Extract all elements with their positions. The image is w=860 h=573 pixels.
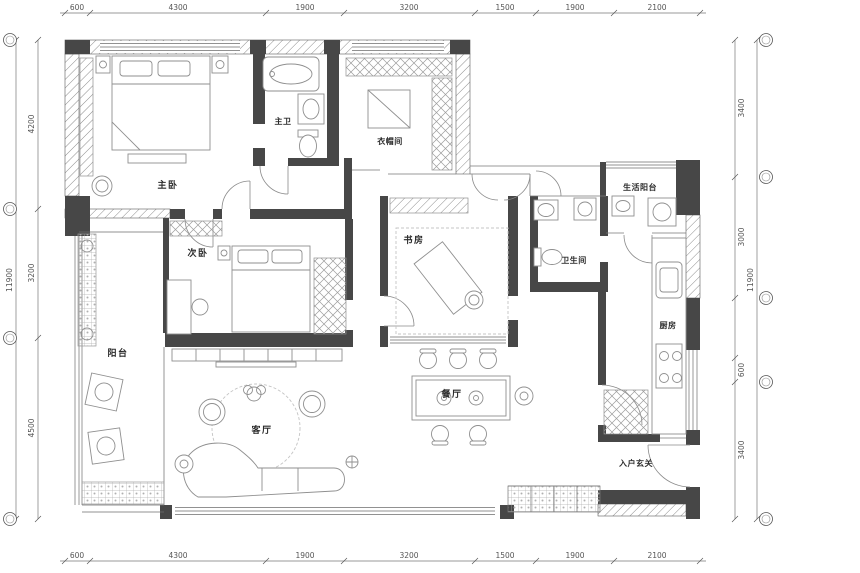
window-cloakroom-top	[352, 41, 444, 53]
dim-bottom-4: 1500	[495, 551, 514, 560]
room-label-master-bath: 主卫	[275, 116, 292, 126]
furniture-cloakroom	[345, 57, 453, 171]
furniture-study	[389, 197, 509, 335]
window-kitchen-right	[686, 350, 700, 430]
furniture-entry-foyer	[507, 485, 601, 513]
grid-bubbles	[3, 33, 773, 526]
grid-bubble	[3, 33, 17, 47]
room-label-master-bedroom: 主卧	[157, 179, 178, 191]
dimension-labels: 600 4300 1900 3200 1500 1900 2100 600 43…	[5, 3, 755, 560]
room-label-dining-room: 餐厅	[440, 388, 462, 400]
grid-bubble	[3, 202, 17, 216]
dim-top-3: 3200	[399, 3, 418, 12]
door-study	[383, 295, 415, 327]
dim-bottom-1: 4300	[168, 551, 187, 560]
door-bathroom	[471, 170, 562, 201]
dim-right-0: 3400	[737, 98, 746, 117]
grid-bubble	[759, 33, 773, 47]
dim-right-1: 3000	[737, 227, 746, 246]
furniture-second-bedroom	[166, 220, 347, 335]
door-master-bath	[259, 165, 289, 195]
window-utility-top	[606, 160, 676, 170]
furniture-kitchen	[603, 237, 687, 435]
dim-right-3: 3400	[737, 440, 746, 459]
dim-bottom-5: 1900	[565, 551, 584, 560]
grid-bubble	[759, 512, 773, 526]
room-label-kitchen: 厨房	[660, 320, 677, 330]
dim-left-total: 11900	[5, 268, 14, 292]
grid-bubble	[759, 170, 773, 184]
windows	[74, 41, 700, 516]
room-label-living-room: 客厅	[250, 424, 272, 436]
furniture-bathroom	[533, 197, 597, 267]
window-living-bottom	[175, 505, 495, 516]
grid-bubble	[3, 512, 17, 526]
dim-left-0: 4200	[27, 114, 36, 133]
dim-bottom-6: 2100	[647, 551, 666, 560]
door-utility-kitchen	[623, 234, 653, 264]
room-label-cloakroom: 衣帽间	[377, 136, 403, 146]
furniture-balcony	[77, 233, 165, 505]
dim-bottom-0: 600	[70, 551, 85, 560]
door-entrance	[647, 444, 691, 488]
room-label-balcony: 阳台	[107, 347, 128, 359]
room-label-second-bedroom: 次卧	[187, 247, 208, 259]
furniture-master-bath	[262, 56, 325, 158]
door-master-bedroom	[221, 180, 251, 210]
furniture-living-room	[171, 348, 359, 498]
dim-bottom-2: 1900	[295, 551, 314, 560]
dim-top-4: 1500	[495, 3, 514, 12]
dim-top-5: 1900	[565, 3, 584, 12]
dim-right-2: 600	[737, 363, 746, 378]
room-labels: 主卧 主卫 衣帽间 次卧 书房 卫生间 生活阳台 厨房 阳台 客厅 餐厅 入户玄…	[107, 116, 676, 468]
dim-top-2: 1900	[295, 3, 314, 12]
room-label-utility-balcony: 生活阳台	[623, 182, 657, 192]
dim-top-6: 2100	[647, 3, 666, 12]
dim-right-total: 11900	[746, 268, 755, 292]
furniture-dining-room	[411, 348, 534, 446]
room-label-study: 书房	[403, 234, 424, 246]
dim-left-2: 4500	[27, 418, 36, 437]
dim-left-1: 3200	[27, 263, 36, 282]
walls-solid	[65, 40, 700, 519]
furniture-utility-balcony	[611, 195, 677, 227]
dim-bottom-3: 3200	[399, 551, 418, 560]
dim-top-0: 600	[70, 3, 85, 12]
room-label-entry-foyer: 入户玄关	[618, 458, 653, 468]
furniture-master-bedroom	[79, 55, 229, 197]
dim-top-1: 4300	[168, 3, 187, 12]
grid-bubble	[3, 331, 17, 345]
room-label-bathroom: 卫生间	[561, 255, 587, 265]
window-master-top	[100, 41, 240, 53]
window-study-bottom	[390, 335, 506, 345]
grid-bubble	[759, 375, 773, 389]
grid-bubble	[759, 291, 773, 305]
